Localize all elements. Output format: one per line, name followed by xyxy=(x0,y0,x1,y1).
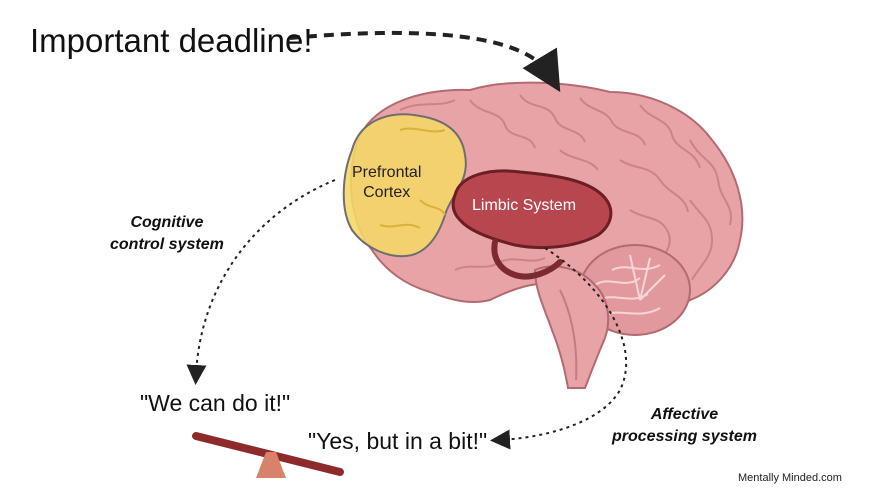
affective-processing-label: Affective processing system xyxy=(612,404,757,448)
credit-text: Mentally Minded.com xyxy=(738,472,842,484)
page-title: Important deadline! xyxy=(30,22,313,59)
limbic-system-label: Limbic System xyxy=(472,197,577,214)
cognitive-label-line2: control system xyxy=(110,236,224,253)
prefrontal-label-line2: Cortex xyxy=(363,184,411,201)
cognitive-label-line1: Cognitive xyxy=(130,214,204,231)
affective-label-line1: Affective xyxy=(650,406,719,423)
prefrontal-cortex-label: Prefrontal Cortex xyxy=(352,163,421,203)
seesaw xyxy=(192,432,344,478)
cognitive-quote: "We can do it!" xyxy=(140,390,291,416)
prefrontal-folds xyxy=(379,127,446,229)
seesaw-fulcrum xyxy=(256,452,286,478)
affective-label-line2: processing system xyxy=(612,428,757,445)
cognitive-control-label: Cognitive control system xyxy=(110,212,224,256)
prefrontal-cortex xyxy=(342,113,467,258)
cognitive-arrow xyxy=(186,179,336,385)
limbic-system xyxy=(451,169,613,250)
prefrontal-label-line1: Prefrontal xyxy=(352,164,422,181)
affective-quote: "Yes, but in a bit!" xyxy=(308,428,488,454)
deadline-arrow xyxy=(289,30,561,93)
